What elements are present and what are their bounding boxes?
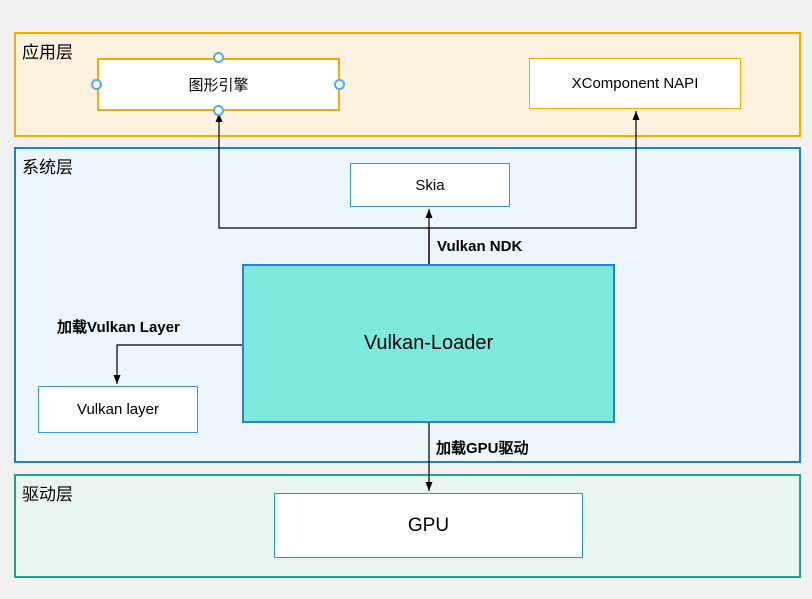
layer-driver-label: 驱动层 <box>22 485 73 504</box>
node-xcomponent-napi-label: XComponent NAPI <box>571 75 699 92</box>
node-vulkan-loader-label: Vulkan-Loader <box>363 332 494 354</box>
selection-handle-right[interactable] <box>334 79 345 90</box>
node-vulkan-layer[interactable]: Vulkan layer <box>38 386 198 433</box>
edge-label-load-gpu-driver[interactable]: 加载GPU驱动 <box>436 440 529 457</box>
edge-loader-to-vulkan-layer[interactable] <box>113 344 242 384</box>
node-vulkan-loader[interactable]: Vulkan-Loader <box>242 264 615 423</box>
node-skia-label: Skia <box>415 176 445 194</box>
layer-system-label: 系统层 <box>22 158 73 177</box>
edge-label-vulkan-ndk[interactable]: Vulkan NDK <box>437 238 523 255</box>
selection-handle-left[interactable] <box>91 79 102 90</box>
node-graphics-engine[interactable]: 图形引擎 <box>97 58 340 111</box>
node-skia[interactable]: Skia <box>350 163 510 207</box>
node-gpu[interactable]: GPU <box>274 493 583 558</box>
selection-handle-top[interactable] <box>213 52 224 63</box>
node-gpu-label: GPU <box>407 514 450 536</box>
layer-application-label: 应用层 <box>22 43 73 62</box>
node-xcomponent-napi[interactable]: XComponent NAPI <box>529 58 741 109</box>
node-vulkan-layer-label: Vulkan layer <box>77 401 159 418</box>
node-graphics-engine-label: 图形引擎 <box>188 77 249 94</box>
selection-handle-bottom[interactable] <box>213 105 224 116</box>
edge-label-load-vulkan-layer[interactable]: 加载Vulkan Layer <box>57 319 180 336</box>
